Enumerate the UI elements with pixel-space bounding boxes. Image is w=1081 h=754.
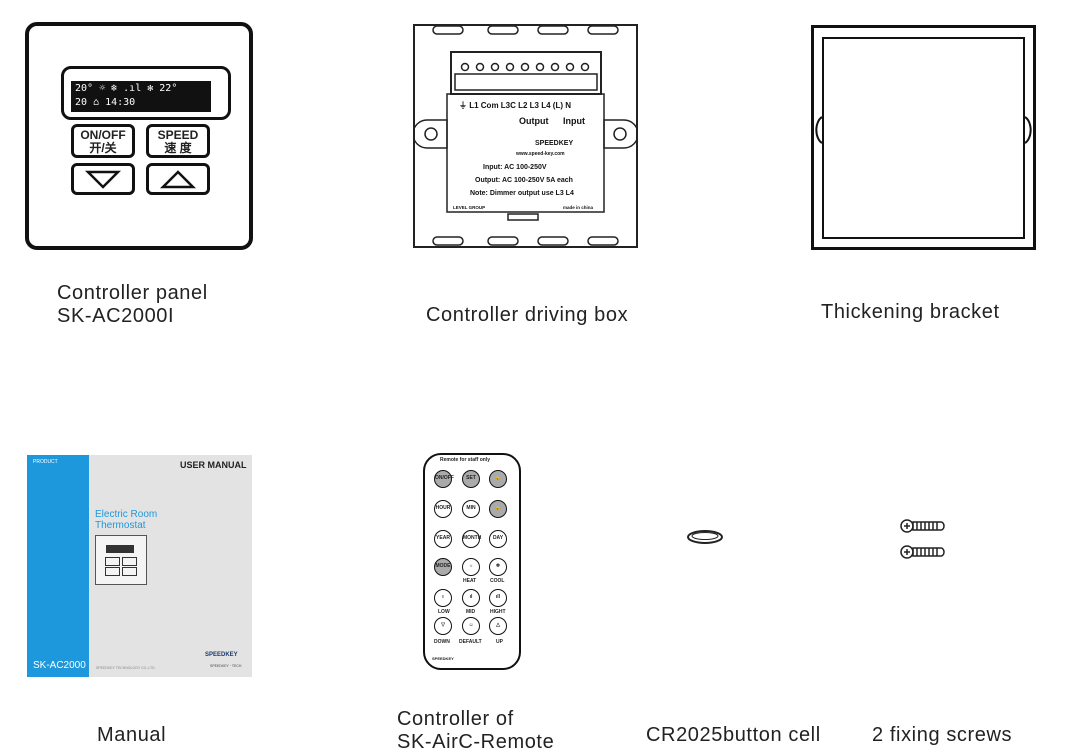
manual-brand-sub: SPEEDKEY · TECH: [210, 664, 242, 668]
remote-set-button: SET: [462, 470, 480, 488]
speed-button: SPEED 速 度: [146, 124, 210, 158]
caption-line-2: SK-AC2000I: [57, 305, 175, 327]
caption-bracket: Thickening bracket: [821, 301, 1000, 323]
remote-heat-label: HEAT: [463, 578, 477, 584]
manual-product: PRODUCT: [33, 459, 58, 465]
remote-up-label: UP: [496, 639, 503, 645]
db-note: Note: Dimmer output use L3 L4: [470, 190, 574, 197]
remote-year-button: YEAR: [434, 530, 452, 548]
manual-company: SPEEDKEY TECHNOLOGY CO.,LTD: [96, 666, 155, 670]
remote-low-icon: ı: [434, 589, 452, 607]
remote-min-button: MIN: [462, 500, 480, 518]
remote-hight-label: HIGHT: [490, 609, 506, 615]
caption-line-1: Controller of: [397, 708, 514, 730]
db-terminals: ⏚ L1 Com L3C L2 L3 L4 (L) N: [459, 101, 571, 110]
remote-onoff-button: ON/OFF: [434, 470, 454, 488]
db-output-spec: Output: AC 100-250V 5A each: [475, 177, 573, 184]
manual-brand: SPEEDKEY: [205, 652, 238, 658]
lcd-line-2: 20 ⌂ 14:30: [75, 97, 136, 108]
speed-label-cn: 速 度: [164, 141, 192, 155]
manual-title-1: Electric Room: [95, 509, 158, 520]
onoff-button: ON/OFF 开/关: [71, 124, 135, 158]
db-input-spec: Input: AC 100-250V: [483, 164, 547, 171]
db-output: Output: [519, 116, 549, 126]
bracket-notches: [815, 116, 1032, 144]
db-input: Input: [563, 116, 585, 126]
manual-title-2: Thermostat: [95, 520, 146, 531]
remote-brand: SPEEDKEY: [432, 656, 454, 661]
remote-month-button: MONTH: [462, 530, 481, 548]
caption-fixing-screws: 2 fixing screws: [872, 724, 1013, 746]
remote-default-icon: ☺: [462, 617, 480, 635]
remote-top-label: Remote for staff only: [440, 457, 491, 463]
bracket-outer: [811, 25, 1036, 250]
remote-up-icon: △: [489, 617, 507, 635]
speed-label: SPEED: [157, 128, 199, 142]
lcd-display: 20° ☼ ❄ .ıl ✻ 22° 20 ⌂ 14:30: [71, 81, 211, 112]
caption-manual: Manual: [97, 724, 167, 746]
driving-box-image: [413, 24, 638, 248]
manual-blue-stripe: [27, 455, 89, 677]
caption-remote: Controller of SK-AirC-Remote: [397, 708, 554, 754]
driving-box-drawing: ⏚ L1 Com L3C L2 L3 L4 (L) N Output Input…: [413, 25, 638, 246]
db-level: LEVEL GROUP: [453, 205, 485, 210]
lcd-line-1: 20° ☼ ❄ .ıl ✻ 22°: [75, 83, 178, 94]
remote-cool-label: COOL: [490, 578, 505, 584]
caption-driving-box: Controller driving box: [426, 304, 629, 326]
remote-mid-label: MID: [466, 609, 476, 615]
remote-heat-icon: ☼: [462, 558, 480, 576]
manual-model: SK-AC2000: [33, 660, 86, 671]
remote-low-label: LOW: [438, 609, 450, 615]
remote-unlock-icon: 🔓: [489, 470, 507, 488]
triangle-down-icon: [84, 170, 122, 189]
remote-default-label: DEFAULT: [459, 639, 482, 645]
remote-high-icon: ıll: [489, 589, 507, 607]
caption-line-2: SK-AirC-Remote: [397, 731, 555, 753]
db-brand: SPEEDKEY: [535, 140, 573, 147]
remote-mode-button: MODE: [434, 558, 452, 576]
down-button: [71, 163, 135, 195]
onoff-label-cn: 开/关: [89, 141, 117, 155]
manual-header: USER MANUAL: [180, 460, 247, 470]
fixing-screws-image: [900, 519, 945, 559]
remote-mid-icon: ıl: [462, 589, 480, 607]
db-website: www.speed-key.com: [515, 151, 565, 157]
controller-panel-image: [25, 22, 253, 250]
onoff-label: ON/OFF: [80, 128, 126, 142]
caption-line-1: Controller panel: [57, 282, 208, 304]
caption-button-cell: CR2025button cell: [646, 724, 821, 746]
remote-day-button: DAY: [489, 530, 507, 548]
lcd-frame: [61, 66, 231, 120]
remote-down-label: DOWN: [434, 639, 450, 645]
triangle-up-icon: [159, 170, 197, 189]
manual-title: Electric Room Thermostat: [95, 509, 157, 531]
up-button: [146, 163, 210, 195]
bracket-inner: [822, 37, 1025, 239]
manual-device-thumbnail: [95, 535, 147, 585]
db-made: made in china: [563, 205, 594, 210]
remote-lock-icon: 🔒: [489, 500, 507, 518]
remote-hour-button: HOUR: [434, 500, 452, 518]
remote-cool-icon: ❄: [489, 558, 507, 576]
remote-down-icon: ▽: [434, 617, 452, 635]
button-cell-image: [687, 530, 723, 544]
caption-controller-panel: Controller panel SK-AC2000I: [57, 282, 208, 328]
